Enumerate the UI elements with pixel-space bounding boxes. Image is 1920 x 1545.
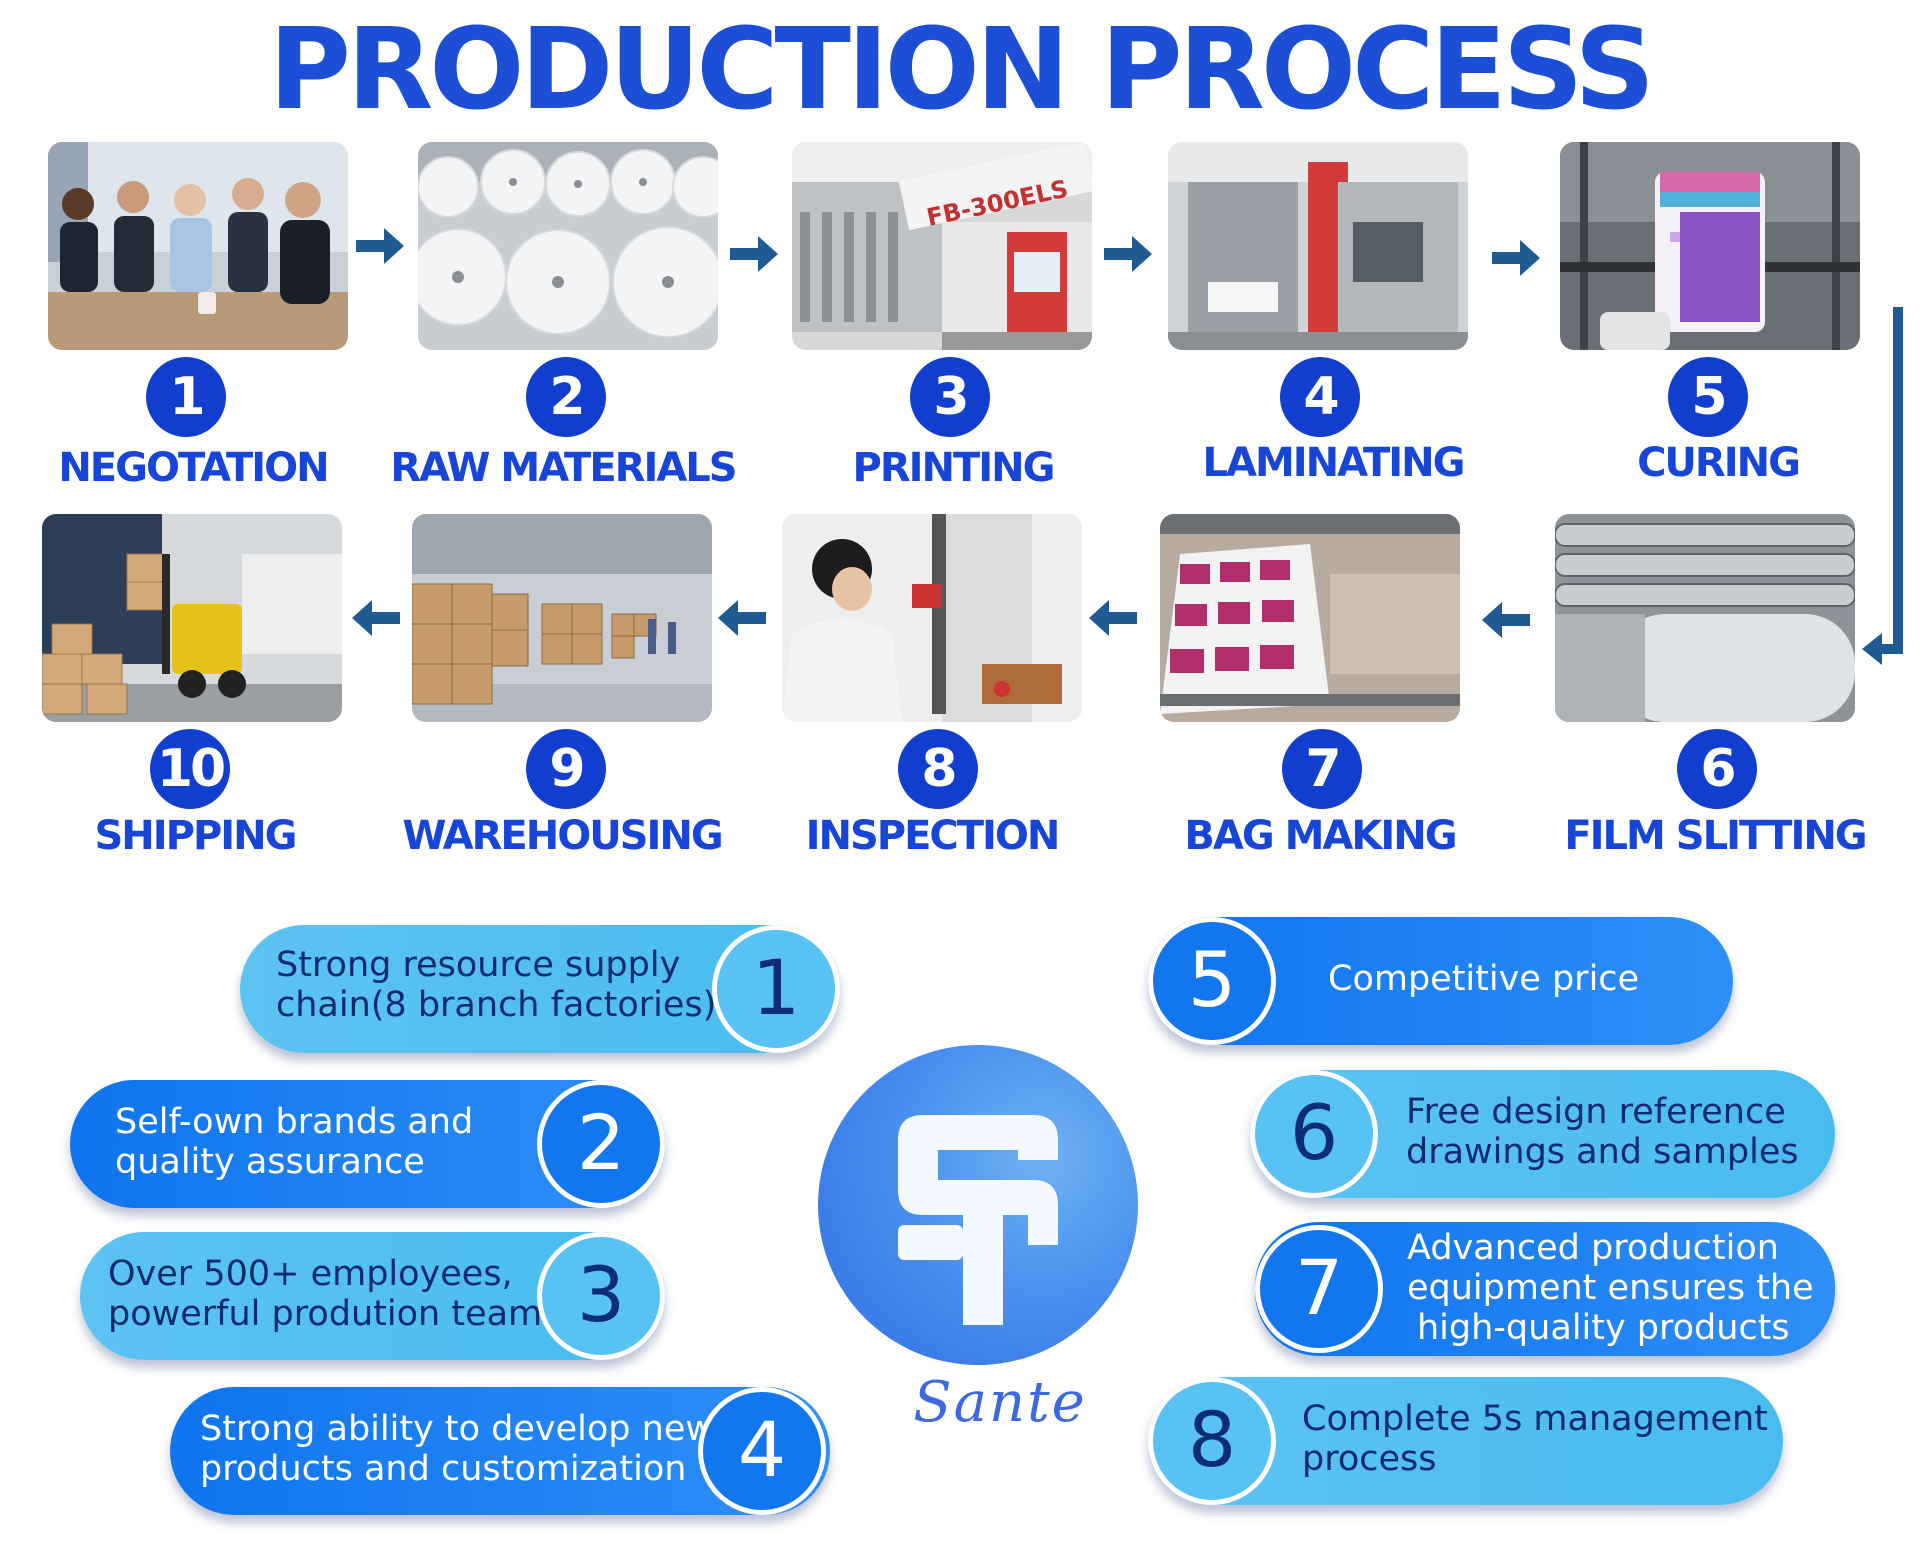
step-number-badge: 10 (150, 729, 230, 809)
step-number-badge: 3 (910, 357, 990, 437)
turn-down-arrow-icon (1862, 307, 1903, 665)
advantage-number: 8 (1148, 1377, 1276, 1505)
advantage-number: 7 (1255, 1225, 1383, 1353)
laminating-photo (1168, 142, 1468, 350)
sante-logo (818, 1045, 1138, 1365)
step-laminating: 4 (1168, 142, 1468, 437)
page-title: PRODUCTION PROCESS (268, 5, 1655, 135)
advantage-number: 2 (537, 1080, 665, 1208)
step-label: RAW MATERIALS (390, 445, 737, 491)
printing-photo: FB-300ELS (792, 142, 1092, 350)
step-number-badge: 2 (526, 357, 606, 437)
advantage-pill-3: Over 500+ employees,powerful prodution t… (80, 1232, 665, 1360)
advantage-number: 1 (712, 925, 840, 1053)
arrow-left-icon (1482, 602, 1530, 638)
step-number-badge: 7 (1282, 729, 1362, 809)
shipping-photo (42, 514, 342, 722)
advantage-text: Over 500+ employees,powerful prodution t… (108, 1254, 543, 1334)
step-number-badge: 8 (898, 729, 978, 809)
step-film-slitting: 6 (1555, 514, 1855, 809)
step-number-badge: 1 (146, 357, 226, 437)
sante-sp-logo-icon (898, 1115, 1058, 1325)
bag-making-photo (1160, 514, 1460, 722)
arrow-left-icon (1089, 600, 1137, 636)
step-label: WAREHOUSING (402, 813, 723, 859)
step-label: PRINTING (852, 445, 1056, 491)
step-raw-materials: 2 (418, 142, 718, 437)
step-number-badge: 5 (1668, 357, 1748, 437)
step-negotiation: 1 (48, 142, 348, 437)
arrow-right-icon (1492, 240, 1540, 276)
film-slitting-photo (1555, 514, 1855, 722)
advantage-number: 3 (537, 1232, 665, 1360)
step-number-badge: 4 (1280, 357, 1360, 437)
advantage-text: Competitive price (1328, 959, 1640, 999)
step-label: CURING (1637, 440, 1801, 486)
arrow-left-icon (352, 600, 400, 636)
advantage-number: 5 (1148, 917, 1276, 1045)
step-curing: 5 (1560, 142, 1860, 437)
step-number-badge: 9 (526, 729, 606, 809)
arrow-left-icon (718, 600, 766, 636)
arrow-right-icon (356, 228, 404, 264)
step-inspection: 8 (782, 514, 1082, 809)
step-label: INSPECTION (805, 813, 1061, 859)
step-label: LAMINATING (1202, 440, 1466, 486)
advantage-pill-5: 5 Competitive price (1148, 917, 1733, 1045)
step-label: FILM SLITTING (1564, 813, 1867, 859)
step-number-badge: 6 (1677, 729, 1757, 809)
step-label: BAG MAKING (1184, 813, 1457, 859)
warehousing-photo (412, 514, 712, 722)
advantage-number: 6 (1250, 1070, 1378, 1198)
logo-text: Sante (913, 1370, 1087, 1435)
step-label: NEGOTATION (58, 445, 329, 491)
curing-photo (1560, 142, 1860, 350)
raw-materials-photo (418, 142, 718, 350)
advantage-number: 4 (698, 1387, 826, 1515)
negotiation-photo (48, 142, 348, 350)
step-label: SHIPPING (94, 813, 298, 859)
inspection-photo (782, 514, 1082, 722)
step-warehousing: 9 (412, 514, 712, 809)
step-printing: FB-300ELS 3 (792, 142, 1092, 437)
arrow-right-icon (730, 236, 778, 272)
step-shipping: 10 (42, 514, 342, 809)
step-bag-making: 7 (1160, 514, 1460, 809)
arrow-right-icon (1104, 236, 1152, 272)
